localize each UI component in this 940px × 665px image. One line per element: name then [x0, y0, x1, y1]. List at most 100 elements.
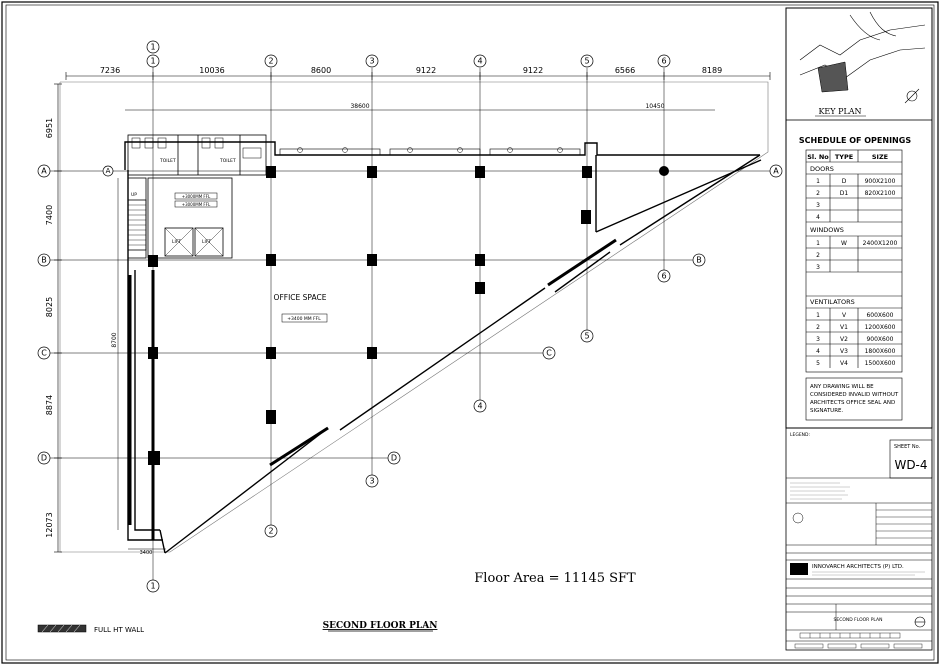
- lift-label-2: LIFT: [202, 239, 211, 245]
- floor-plan: 7236 10036 8600 9122 9122 6566 8189 6951…: [37, 40, 783, 634]
- schedule-title: SCHEDULE OF OPENINGS: [799, 136, 911, 145]
- north-arrow-icon: [906, 90, 918, 102]
- dim-top-3: 8600: [311, 66, 331, 75]
- door-row-1-no: 1: [816, 178, 820, 185]
- office-space-label: OFFICE SPACE: [274, 293, 327, 302]
- firm-name: INNOVARCH ARCHITECTS (P) LTD.: [812, 564, 904, 570]
- dim-inner-left: 8700: [111, 332, 118, 347]
- toilet-label-2: TOILET: [219, 158, 236, 164]
- dim-top-2: 10036: [199, 66, 224, 75]
- grid-lines-horizontal: [50, 170, 772, 459]
- vent-row-2-type: V1: [840, 324, 848, 331]
- vent-row-4-type: V3: [840, 348, 848, 355]
- grid-bubble-a: A: [41, 167, 47, 176]
- vent-row-4-size: 1800X600: [865, 348, 896, 355]
- grid-bubble-5: 5: [584, 57, 589, 66]
- vent-row-1-size: 600X600: [866, 312, 893, 319]
- dim-top-1: 7236: [100, 66, 120, 75]
- grid-bubble-1: 1: [150, 57, 155, 66]
- building-walls: [124, 141, 762, 554]
- vent-row-2-no: 2: [816, 324, 820, 331]
- vent-row-3-no: 3: [816, 336, 820, 343]
- vent-row-1-no: 1: [816, 312, 820, 319]
- door-row-3-no: 3: [816, 202, 820, 209]
- schedule-header-no: Sl. No: [807, 153, 829, 161]
- legend-heading: LEGEND:: [790, 432, 810, 438]
- site-boundary: [59, 81, 769, 553]
- grid-bubble-b-right: B: [696, 256, 702, 265]
- note-line-1: ANY DRAWING WILL BE: [810, 384, 874, 390]
- vent-row-3-type: V2: [840, 336, 848, 343]
- vent-row-5-size: 1500X600: [865, 360, 896, 367]
- lobby-level-1: +3000MM FFL: [182, 194, 211, 199]
- ventilators-label: VENTILATORS: [810, 298, 855, 306]
- schedule-header-type: TYPE: [835, 153, 853, 161]
- drawing-title-block: SECOND FLOOR PLAN: [834, 617, 883, 623]
- legend-label: FULL HT WALL: [94, 626, 144, 634]
- note-box: [805, 377, 903, 421]
- grid-bubble-6-bottom: 6: [661, 272, 666, 281]
- lobby-level-2: +3000MM FFL: [182, 202, 211, 207]
- toilet-label-1: TOILET: [159, 158, 176, 164]
- vent-row-5-no: 5: [816, 360, 820, 367]
- curtain-walls: [128, 238, 617, 540]
- grid-bubble-a-inner: A: [106, 167, 111, 175]
- sheet-no: WD-4: [894, 458, 927, 472]
- window-row-1-size: 2400X1200: [863, 240, 898, 247]
- door-row-1-type: D: [842, 178, 847, 185]
- grid-bubble-6: 6: [661, 57, 666, 66]
- columns: [148, 166, 669, 465]
- grid-bubble-2: 2: [268, 57, 273, 66]
- dim-top-4: 9122: [416, 66, 436, 75]
- dim-top-6: 6566: [615, 66, 635, 75]
- dim-top-5: 9122: [523, 66, 543, 75]
- grid-bubble-5-bottom: 5: [584, 332, 589, 341]
- stair-up-label: UP: [131, 192, 137, 198]
- dim-inner-right: 10450: [645, 103, 664, 110]
- vent-row-5-type: V4: [840, 360, 848, 367]
- grid-bubble-4: 4: [477, 57, 482, 66]
- dim-left-5: 12073: [45, 512, 54, 537]
- dim-left-3: 8025: [45, 297, 54, 317]
- window-row-1-type: W: [841, 240, 847, 247]
- grid-bubble-d-right: D: [391, 454, 397, 463]
- grid-bubble-a-right: A: [773, 167, 779, 176]
- door-row-4-no: 4: [816, 214, 820, 221]
- grid-bubble-c-right: C: [546, 349, 552, 358]
- lift-label-1: LIFT: [172, 239, 181, 245]
- dim-bottom: 3400: [140, 550, 153, 556]
- window-row-2-no: 2: [816, 252, 820, 259]
- key-plan-title: KEY PLAN: [818, 107, 861, 116]
- note-line-3: ARCHITECTS OFFICE SEAL AND: [810, 400, 895, 406]
- schedule-header-size: SIZE: [872, 153, 888, 161]
- window-row-3-no: 3: [816, 264, 820, 271]
- schedule-table: [805, 149, 903, 373]
- grid-bubble-3: 3: [369, 57, 374, 66]
- dim-left-1: 6951: [45, 118, 54, 138]
- door-row-2-no: 2: [816, 190, 820, 197]
- plan-title: SECOND FLOOR PLAN: [323, 621, 438, 631]
- dim-inner-top: 38600: [350, 103, 369, 110]
- door-row-2-type: D1: [840, 190, 849, 197]
- office-level-label: +3400 MM FFL: [287, 316, 321, 322]
- inner-border: [5, 4, 935, 661]
- title-panel: KEY PLAN SCHEDULE OF OPENINGS: [785, 7, 933, 651]
- full-height-wall-swatch: [37, 624, 87, 633]
- vent-row-3-size: 900X600: [866, 336, 893, 343]
- grid-lines-vertical: [152, 60, 665, 580]
- grid-bubble-2-bottom: 2: [268, 527, 273, 536]
- vent-row-4-no: 4: [816, 348, 820, 355]
- key-plan-box: [785, 7, 933, 121]
- dim-left-4: 8874: [45, 395, 54, 415]
- sheet-no-label: SHEET No.: [894, 444, 921, 450]
- window-row-1-no: 1: [816, 240, 820, 247]
- door-row-1-size: 900X2100: [865, 178, 896, 185]
- grid-bubble-3-bottom: 3: [369, 477, 374, 486]
- vent-row-1-type: V: [842, 312, 847, 319]
- dim-top-7: 8189: [702, 66, 722, 75]
- vent-row-2-size: 1200X600: [865, 324, 896, 331]
- dim-left-2: 7400: [45, 205, 54, 225]
- windows-label: WINDOWS: [810, 226, 844, 234]
